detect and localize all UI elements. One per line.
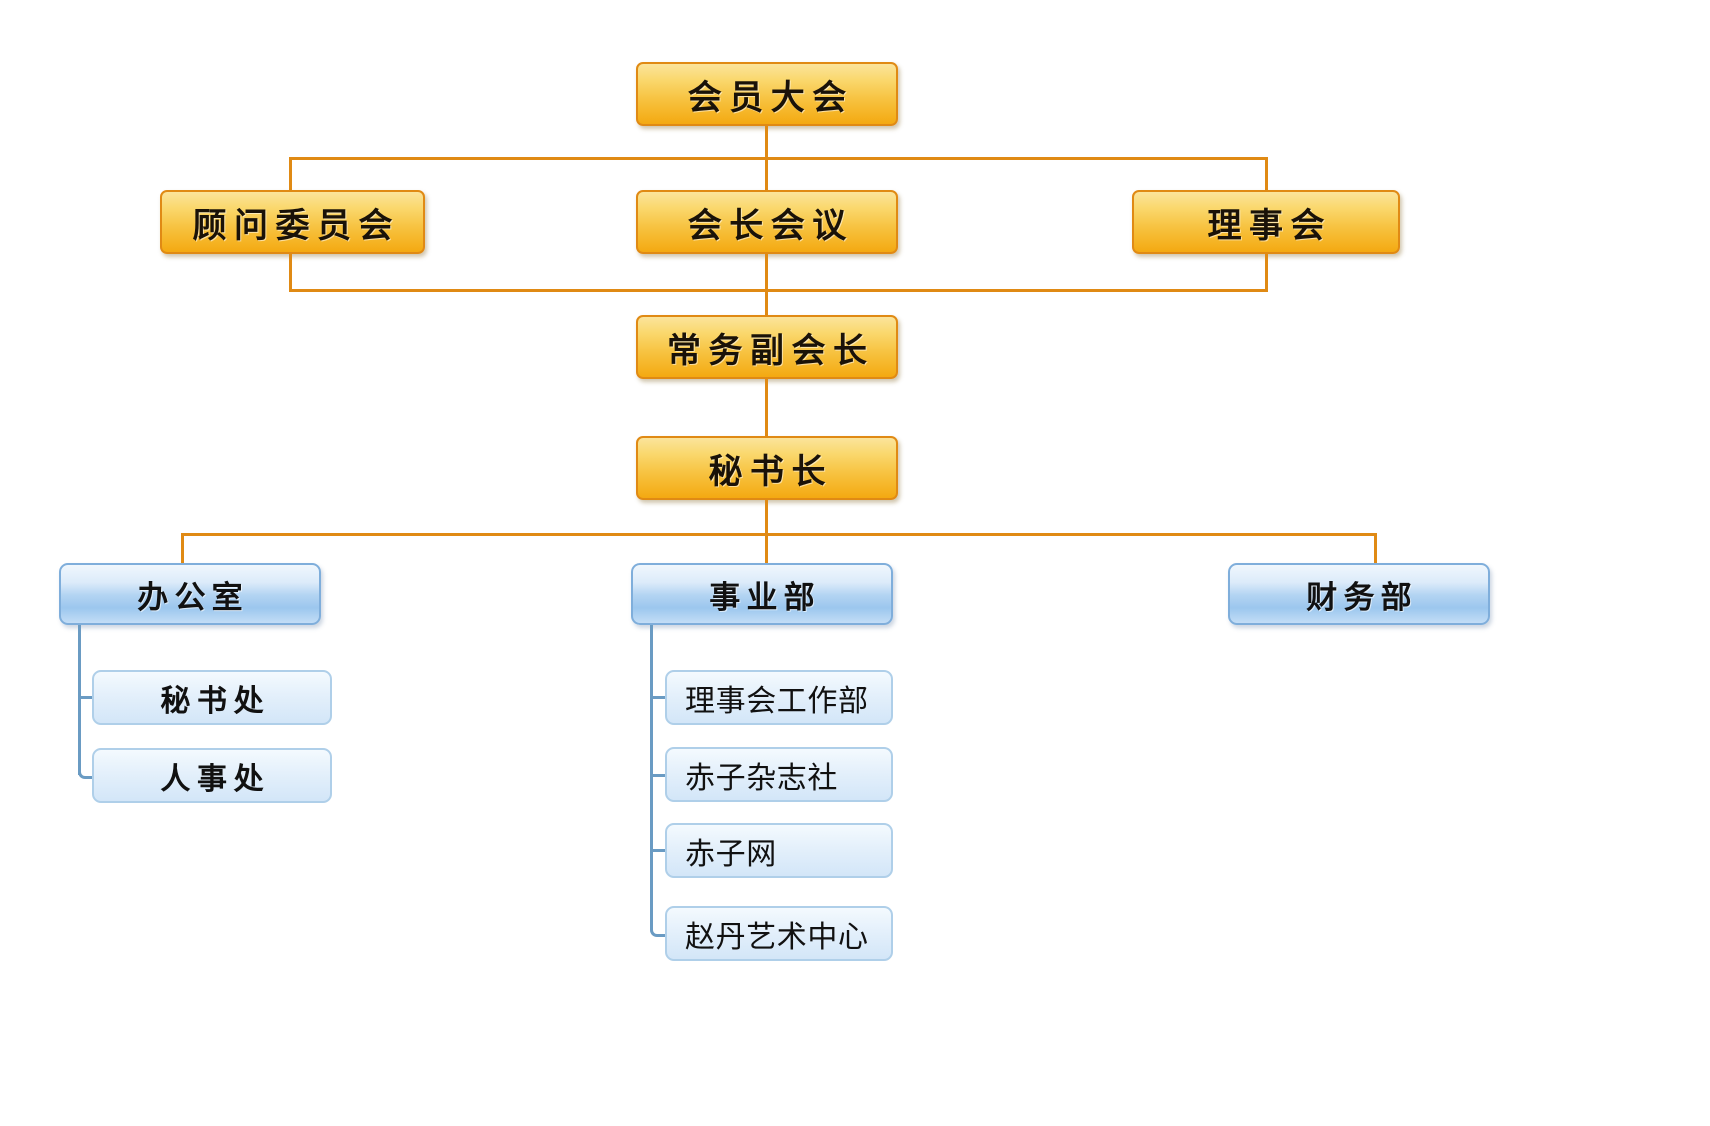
node-secretary-general[interactable]: 秘书长	[636, 436, 898, 500]
node-advisory-committee[interactable]: 顾问委员会	[160, 190, 425, 254]
connector-business-stub-2	[653, 774, 665, 777]
connector-vice-president-to-secretary-general	[765, 379, 768, 436]
connector-drop-advisory	[289, 157, 292, 192]
connector-level1-stem	[765, 126, 768, 158]
node-president-meeting[interactable]: 会长会议	[636, 190, 898, 254]
connector-drop-board	[1265, 157, 1268, 192]
leaf-secretariat[interactable]: 秘书处	[92, 670, 332, 725]
connector-riser-board	[1265, 254, 1268, 292]
node-department-finance[interactable]: 财务部	[1228, 563, 1490, 625]
connector-office-spine-elbow	[78, 760, 97, 779]
connector-drop-finance	[1374, 533, 1377, 565]
node-department-office[interactable]: 办公室	[59, 563, 321, 625]
connector-level2-bus	[289, 157, 1268, 160]
connector-office-spine	[78, 625, 81, 775]
node-executive-vice-president[interactable]: 常务副会长	[636, 315, 898, 379]
connector-department-bus	[181, 533, 1376, 536]
connector-riser-advisory	[289, 254, 292, 292]
node-department-business-division[interactable]: 事业部	[631, 563, 893, 625]
connector-business-stub-1	[653, 696, 665, 699]
connector-center-to-vice-president	[765, 254, 768, 316]
node-board-of-directors[interactable]: 理事会	[1132, 190, 1400, 254]
connector-drop-business-division	[765, 533, 768, 565]
connector-secretary-general-stem	[765, 500, 768, 535]
connector-office-stub-1	[81, 696, 93, 699]
connector-drop-president-meeting	[765, 157, 768, 192]
leaf-chizi-website[interactable]: 赤子网	[665, 823, 893, 878]
leaf-personnel-office[interactable]: 人事处	[92, 748, 332, 803]
leaf-board-work-department[interactable]: 理事会工作部	[665, 670, 893, 725]
connector-business-spine	[650, 625, 653, 925]
connector-business-stub-3	[653, 849, 665, 852]
node-member-assembly[interactable]: 会员大会	[636, 62, 898, 126]
connector-merge-bus	[289, 289, 1268, 292]
connector-business-spine-elbow	[650, 918, 669, 937]
leaf-chizi-magazine[interactable]: 赤子杂志社	[665, 747, 893, 802]
leaf-zhaodan-art-center[interactable]: 赵丹艺术中心	[665, 906, 893, 961]
connector-drop-office	[181, 533, 184, 565]
